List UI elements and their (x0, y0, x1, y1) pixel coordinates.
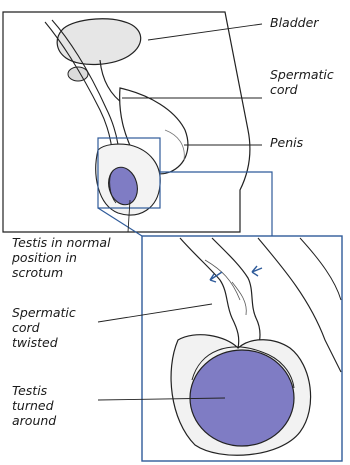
label-spermatic-cord: Spermatic cord (270, 67, 334, 97)
label-bladder: Bladder (270, 15, 318, 30)
inset-drawing (98, 236, 342, 461)
overview-drawing (3, 12, 272, 236)
label-testis-normal: Testis in normal position in scrotum (12, 235, 111, 280)
label-cord-twisted: Spermatic cord twisted (12, 305, 76, 350)
label-testis-turned: Testis turned around (12, 383, 56, 428)
label-penis: Penis (270, 135, 303, 150)
